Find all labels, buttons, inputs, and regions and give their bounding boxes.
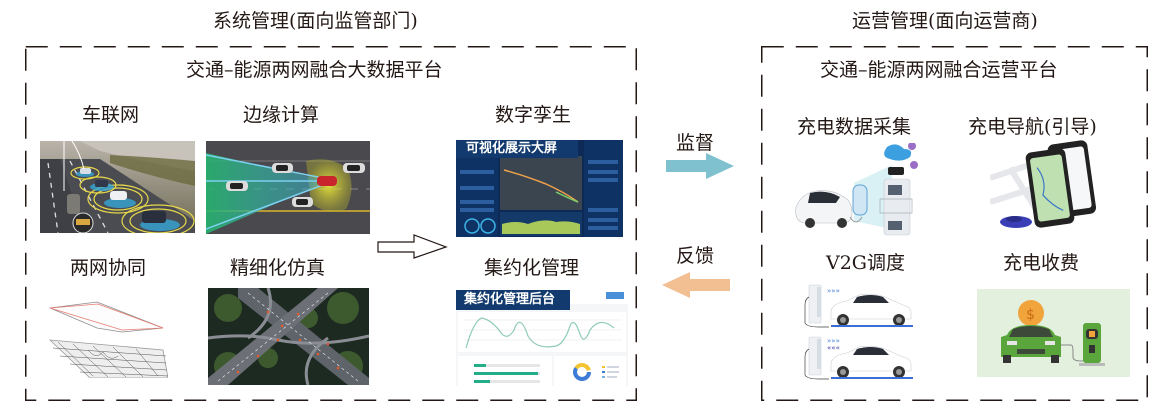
module-label-intensive-management: 集约化管理	[484, 257, 580, 279]
module-label-fine-simulation: 精细化仿真	[230, 257, 326, 279]
module-label-charging-data-collection: 充电数据采集	[797, 116, 912, 138]
v2g-scheduling-image: »»» »»» «««	[803, 283, 918, 383]
operation-management-heading: 运营管理(面向运营商)	[852, 10, 1038, 32]
system-management-heading: 系统管理(面向监管部门)	[213, 10, 418, 32]
svg-text:»»»: »»»	[827, 337, 840, 345]
two-network-collab-image	[48, 290, 168, 378]
module-label-two-network-collab: 两网协同	[70, 257, 147, 279]
feedback-label: 反馈	[676, 245, 715, 267]
svg-text:$: $	[1026, 307, 1035, 323]
charging-billing-image: $	[977, 289, 1130, 377]
operation-platform-title: 交通–能源两网融合运营平台	[820, 59, 1058, 81]
system-platform-container	[25, 46, 637, 401]
module-label-edge-computing: 边缘计算	[243, 104, 320, 126]
platform-flow-arrow-icon	[376, 234, 448, 262]
module-label-charging-billing: 充电收费	[1003, 252, 1080, 274]
charging-data-collection-image	[792, 143, 942, 238]
module-label-charging-navigation: 充电导航(引导)	[968, 116, 1097, 138]
charging-navigation-image	[990, 140, 1100, 235]
edge-computing-image	[206, 141, 370, 234]
supervise-label: 监督	[676, 132, 715, 154]
fine-simulation-image	[208, 288, 369, 385]
svg-text:»»»: »»»	[827, 287, 840, 295]
feedback-arrow-icon	[660, 272, 730, 298]
vehicle-network-image	[40, 141, 195, 233]
operation-platform-container	[761, 46, 1148, 401]
module-label-v2g-scheduling: V2G调度	[826, 252, 905, 274]
module-label-digital-twin: 数字孪生	[495, 104, 572, 126]
supervise-arrow-icon	[666, 153, 736, 179]
intensive-management-banner: 集约化管理后台	[456, 290, 570, 310]
module-label-vehicle-network: 车联网	[82, 104, 140, 126]
intensive-management-dashboard-image: 集约化管理后台	[456, 290, 628, 386]
digital-twin-dashboard-image: 可视化展示大屏	[456, 140, 623, 237]
big-data-platform-title: 交通–能源两网融合大数据平台	[186, 59, 443, 81]
digital-twin-banner: 可视化展示大屏	[456, 140, 578, 158]
svg-text:«««: «««	[827, 344, 840, 352]
